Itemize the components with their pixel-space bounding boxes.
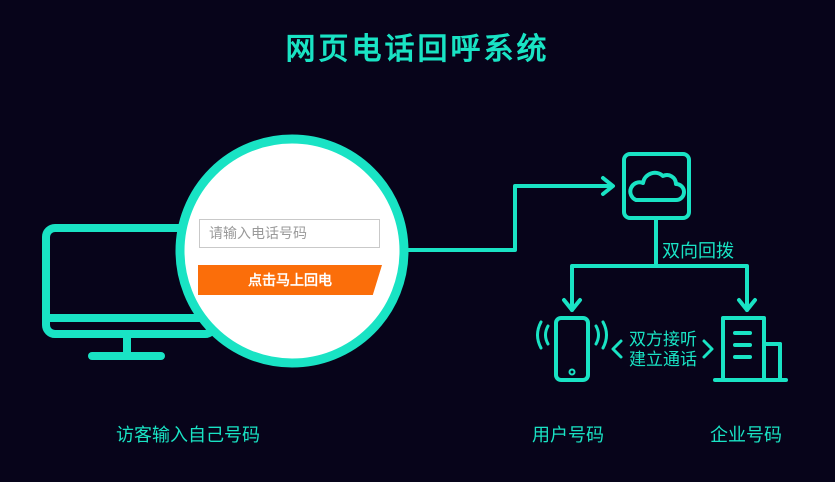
both-answer-line-2: 建立通话 bbox=[629, 350, 697, 370]
callback-widget-circle bbox=[175, 134, 409, 368]
company-number-label: 企业号码 bbox=[710, 425, 782, 446]
page-title: 网页电话回呼系统 bbox=[285, 32, 550, 67]
mobile-phone-icon bbox=[536, 316, 608, 382]
bidirectional-arrow bbox=[611, 339, 714, 359]
connector-split bbox=[562, 218, 757, 312]
both-answer-line-1: 双方接听 bbox=[629, 330, 697, 350]
building-icon bbox=[713, 316, 788, 382]
both-answer-label: 双方接听 建立通话 bbox=[618, 330, 708, 370]
user-number-label: 用户号码 bbox=[532, 425, 604, 446]
two-way-callback-label: 双向回拨 bbox=[662, 241, 734, 262]
visitor-label: 访客输入自己号码 bbox=[116, 425, 260, 446]
cloud-icon bbox=[622, 152, 691, 220]
phone-number-input[interactable] bbox=[199, 219, 380, 248]
connector-to-cloud bbox=[402, 176, 615, 252]
callback-button[interactable]: 点击马上回电 bbox=[198, 265, 382, 295]
